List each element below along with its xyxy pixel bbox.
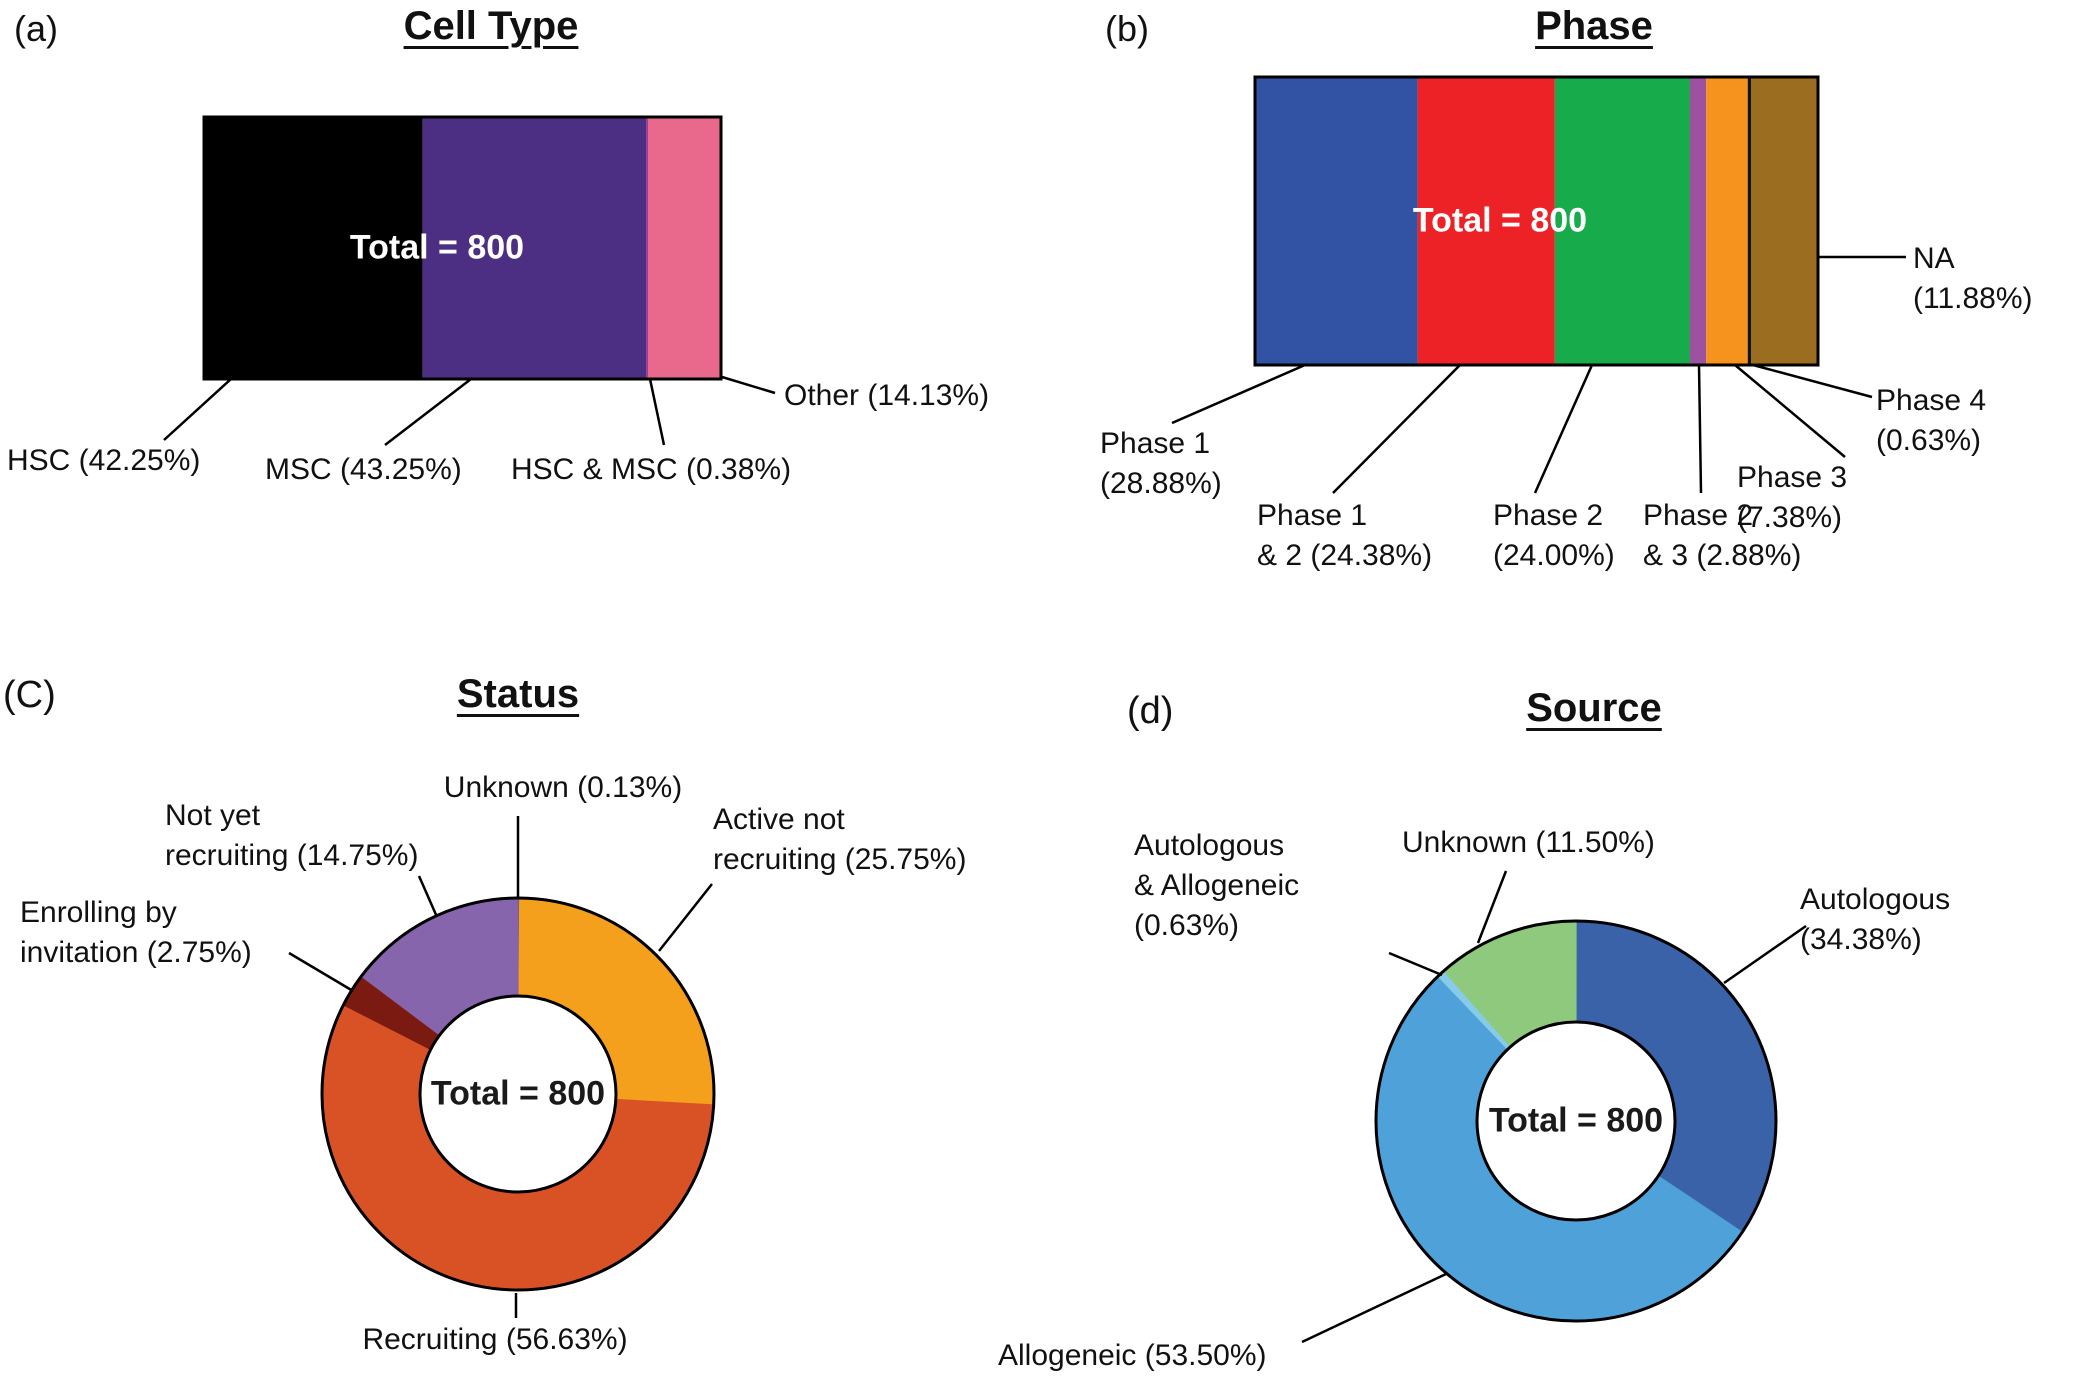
callout-source-unknown: Unknown (11.50%) [1402, 826, 1655, 859]
bar-segment [1417, 77, 1555, 365]
panel-d-tag: (d) [1127, 690, 1174, 732]
callout-phase-4: Phase 4 (0.63%) [1876, 384, 1987, 457]
panel-b-total-label: Total = 800 [1412, 201, 1588, 240]
leader-line [1752, 363, 1873, 399]
callout-phase-2-and-3: Phase 2 & 3 (2.88%) [1643, 499, 1802, 572]
donut-outer-outline [1374, 919, 1778, 1323]
bar-outline [202, 115, 723, 381]
bar-segment [1747, 77, 1752, 365]
bar-segment [1255, 77, 1418, 365]
bar-segment [1554, 77, 1690, 365]
leader-line [658, 883, 713, 952]
bar-segment [647, 117, 722, 379]
bar-segment [422, 117, 647, 379]
callout-other: Other (14.13%) [784, 379, 990, 412]
leader-line [288, 951, 354, 993]
leader-line [1697, 364, 1703, 494]
bar-segment [1689, 77, 1707, 365]
donut-inner-outline [1475, 1020, 1677, 1222]
callout-autologous: Autologous (34.38%) [1800, 883, 1951, 956]
panel-c-total-label: Total = 800 [430, 1074, 606, 1113]
callout-autologous-and-allogeneic: Autologous & Allogeneic (0.63%) [1134, 829, 1300, 942]
leader-line [1723, 924, 1807, 985]
callout-enrolling-by-invitation: Enrolling by invitation (2.75%) [20, 896, 252, 969]
panel-d-title: Source [1526, 686, 1662, 730]
stacked-bar-a [163, 115, 776, 446]
leader-line [1476, 870, 1508, 944]
callout-na: NA (11.88%) [1913, 242, 2033, 315]
leader-line [417, 875, 439, 918]
callout-phase-1: Phase 1 (28.88%) [1100, 427, 1222, 500]
callout-not-yet-recruiting: Not yet recruiting (14.75%) [165, 799, 419, 872]
callout-status-unknown: Unknown (0.13%) [443, 771, 683, 804]
leader-line [1533, 364, 1594, 494]
panel-b-title: Phase [1535, 4, 1653, 48]
panel-a-total-label: Total = 800 [349, 228, 525, 267]
panel-a-title: Cell Type [403, 4, 579, 48]
bar-segment [204, 117, 423, 379]
callout-msc: MSC (43.25%) [265, 453, 462, 486]
callout-hsc: HSC (42.25%) [7, 444, 201, 477]
panel-c-title: Status [456, 672, 580, 716]
panel-d-total-label: Total = 800 [1488, 1101, 1664, 1140]
leader-line [648, 378, 666, 446]
leader-line [721, 375, 776, 395]
leader-line [163, 378, 232, 441]
donut-chart-c [288, 816, 716, 1318]
callout-phase-3: Phase 3 (7.38%) [1737, 461, 1848, 534]
callout-allogeneic: Allogeneic (53.50%) [998, 1339, 1267, 1372]
leader-line [1734, 364, 1846, 458]
callout-phase-1-and-2: Phase 1 & 2 (24.38%) [1257, 499, 1433, 572]
callout-phase-2: Phase 2 (24.00%) [1493, 499, 1615, 572]
leader-line [1332, 364, 1461, 494]
panel-c-tag: (C) [3, 674, 56, 716]
bar-outline [1253, 75, 1820, 367]
callout-active-not-recruiting: Active not recruiting (25.75%) [713, 803, 967, 876]
panel-b-tag: (b) [1105, 8, 1149, 49]
leader-line [384, 378, 472, 446]
leader-line [1388, 951, 1443, 977]
donut-chart-d [1301, 870, 1807, 1344]
stacked-bar-b [1171, 75, 1906, 494]
bar-segment [1706, 77, 1748, 365]
donut-inner-outline [418, 994, 618, 1194]
panel-a-tag: (a) [14, 8, 58, 49]
bar-segment [646, 117, 648, 379]
callout-hsc-and-msc: HSC & MSC (0.38%) [511, 453, 792, 486]
bar-segment [1751, 77, 1819, 365]
leader-line [1301, 1272, 1447, 1344]
leader-line [1171, 363, 1306, 425]
callout-recruiting: Recruiting (56.63%) [362, 1323, 628, 1356]
